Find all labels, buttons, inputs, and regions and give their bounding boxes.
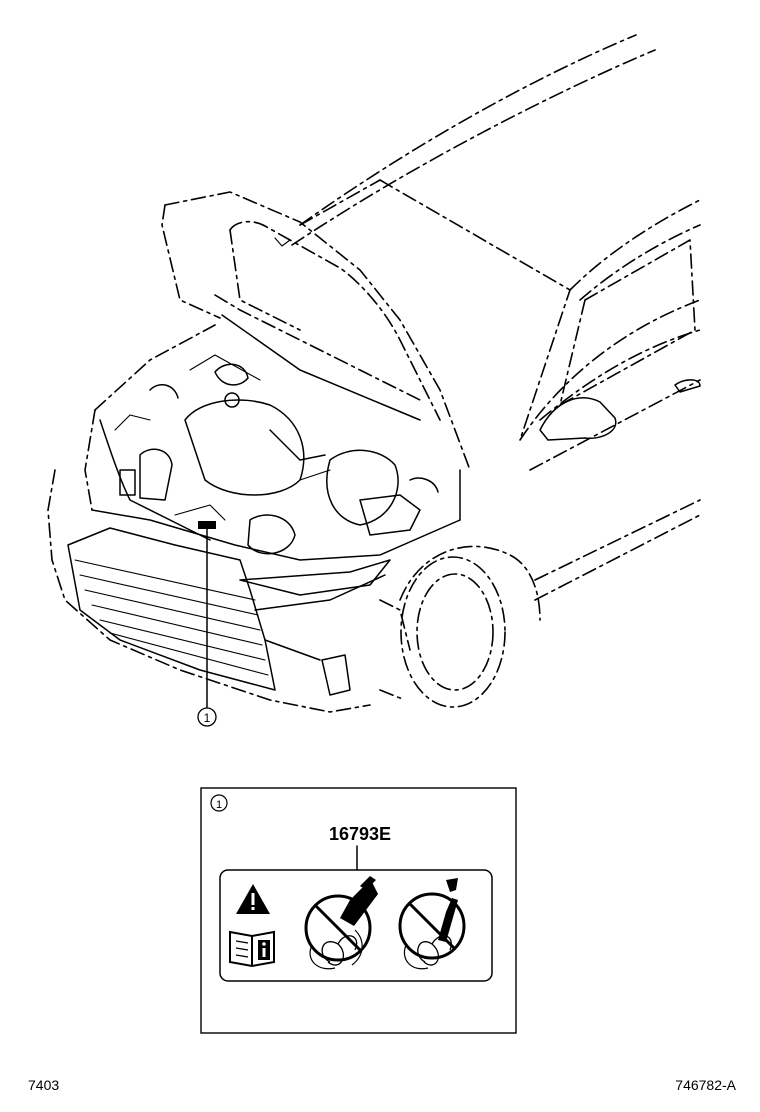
label-location-marker <box>198 521 216 529</box>
no-tool-near-fan-icon <box>398 878 466 970</box>
no-hand-near-fan-icon <box>304 876 378 970</box>
footer-right-code: 746782-A <box>675 1077 736 1093</box>
part-number: 16793E <box>329 824 391 844</box>
warning-triangle-icon <box>236 884 270 914</box>
detail-box-marker: 1 <box>216 799 222 811</box>
detail-box: 1 16793E <box>200 787 517 1034</box>
warning-label <box>219 869 493 982</box>
callout-1: 1 <box>197 707 217 727</box>
vehicle-illustration <box>47 34 701 713</box>
manual-info-icon <box>229 930 275 968</box>
callout-number: 1 <box>204 711 211 725</box>
footer-left-code: 7403 <box>28 1077 59 1093</box>
